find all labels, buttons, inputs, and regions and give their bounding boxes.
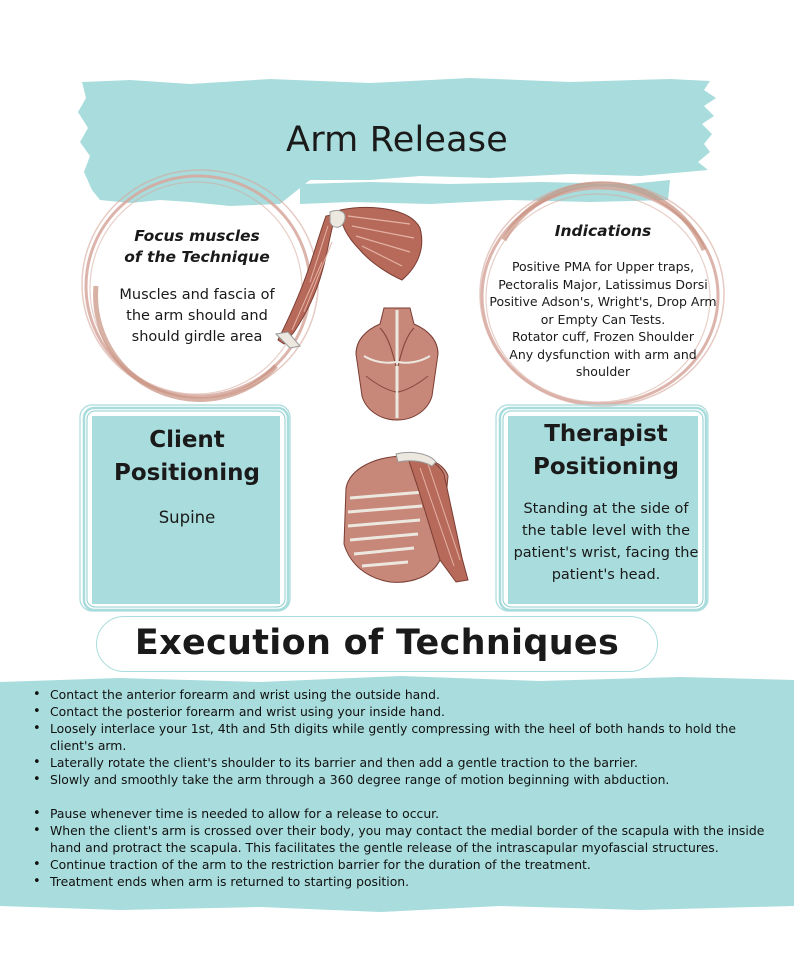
client-positioning-value: Supine: [158, 508, 216, 527]
therapist-positioning-box: [494, 404, 712, 614]
indication-line: Pectoralis Major, Latissimus Dorsi: [498, 276, 708, 292]
focus-body-line3: should girdle area: [131, 329, 263, 345]
therapist-body-line: patient's wrist, facing the: [513, 545, 699, 561]
focus-heading-line1: Focus muscles: [134, 227, 260, 245]
indication-line: Any dysfunction with arm and: [509, 346, 697, 362]
execution-title-frame: [96, 616, 658, 672]
step-item: Pause whenever time is needed to allow f…: [28, 805, 778, 822]
step-item: Loosely interlace your 1st, 4th and 5th …: [28, 720, 778, 754]
client-heading-line1: Client: [149, 427, 225, 453]
therapist-positioning-heading: Therapist Positioning: [508, 418, 704, 484]
focus-heading-line2: of the Technique: [124, 248, 270, 266]
step-group-spacer: [28, 788, 778, 805]
step-item: Treatment ends when arm is returned to s…: [28, 873, 778, 890]
step-item: Continue traction of the arm to the rest…: [28, 856, 778, 873]
indication-line: Positive PMA for Upper traps,: [511, 259, 695, 274]
therapist-heading-line1: Therapist: [544, 421, 668, 447]
chest-anatomy-illustration: [336, 448, 472, 588]
step-item: When the client's arm is crossed over th…: [28, 822, 778, 856]
arm-anatomy-illustration: [270, 202, 430, 352]
therapist-body-line: the table level with the: [522, 523, 690, 539]
indication-line: shoulder: [575, 364, 631, 379]
back-anatomy-illustration: [352, 306, 442, 422]
therapist-heading-line2: Positioning: [532, 454, 679, 480]
client-positioning-heading: Client Positioning: [100, 424, 274, 490]
execution-steps: Contact the anterior forearm and wrist u…: [28, 686, 778, 890]
client-positioning-box: [78, 404, 294, 614]
page-title: Arm Release: [286, 120, 508, 160]
therapist-positioning-description: Standing at the side of the table level …: [508, 498, 704, 586]
step-item: Slowly and smoothly take the arm through…: [28, 771, 778, 788]
client-heading-line2: Positioning: [113, 460, 260, 486]
therapist-body-line: patient's head.: [551, 567, 661, 583]
step-item: Laterally rotate the client's shoulder t…: [28, 754, 778, 771]
focus-body-line2: the arm should and: [126, 308, 268, 324]
indications-circle-decoration: [474, 180, 726, 412]
step-item: Contact the posterior forearm and wrist …: [28, 703, 778, 720]
focus-body-line1: Muscles and fascia of: [119, 287, 275, 303]
indication-line: or Empty Can Tests.: [540, 311, 666, 327]
indications-list: Positive PMA for Upper traps, Pectoralis…: [482, 258, 724, 381]
indication-line: Rotator cuff, Frozen Shoulder: [512, 329, 694, 344]
focus-description: Muscles and fascia of the arm should and…: [104, 285, 290, 348]
execution-title: Execution of Techniques: [134, 623, 620, 663]
focus-heading: Focus muscles of the Technique: [118, 226, 276, 268]
therapist-body-line: Standing at the side of: [523, 501, 689, 517]
step-item: Contact the anterior forearm and wrist u…: [28, 686, 778, 703]
indication-line: Positive Adson's, Wright's, Drop Arm: [489, 294, 717, 309]
indications-heading: Indications: [554, 222, 652, 240]
